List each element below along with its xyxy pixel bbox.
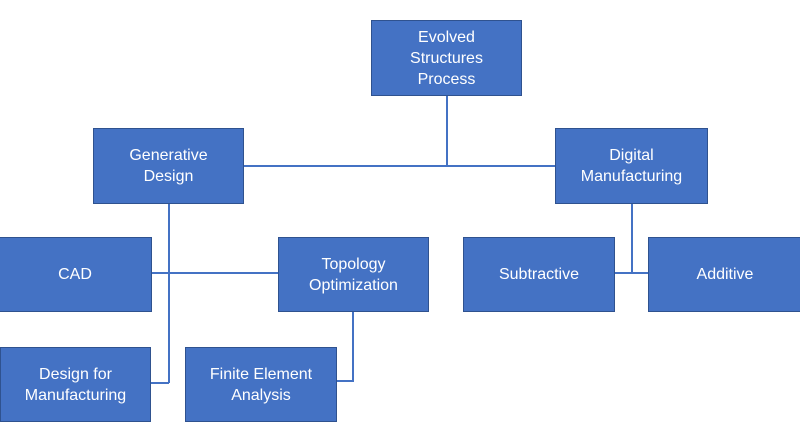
node-subtractive: Subtractive bbox=[463, 237, 615, 312]
node-generative-design: Generative Design bbox=[93, 128, 244, 204]
node-digital-manufacturing: Digital Manufacturing bbox=[555, 128, 708, 204]
node-design-for-manufacturing: Design for Manufacturing bbox=[0, 347, 151, 422]
node-finite-element-analysis: Finite Element Analysis bbox=[185, 347, 337, 422]
node-topology-optimization: Topology Optimization bbox=[278, 237, 429, 312]
node-evolved-structures-process: Evolved Structures Process bbox=[371, 20, 522, 96]
node-cad: CAD bbox=[0, 237, 152, 312]
connector-topology-fea bbox=[337, 312, 354, 382]
node-additive: Additive bbox=[648, 237, 800, 312]
